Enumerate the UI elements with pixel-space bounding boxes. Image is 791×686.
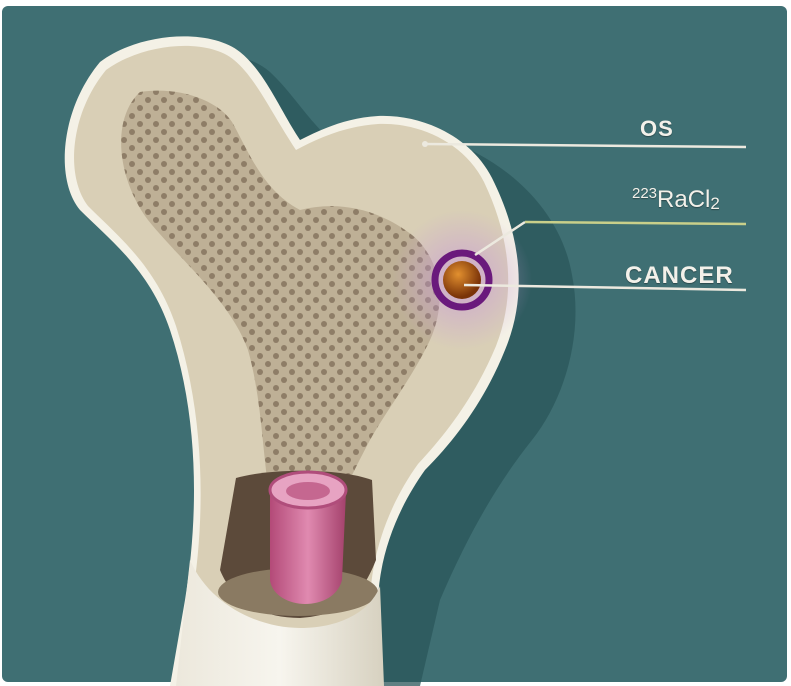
label-cancer: CANCER <box>625 262 734 290</box>
label-radium-isotope: 223 <box>632 185 657 202</box>
label-radium: 223RaCl2 <box>632 186 720 214</box>
marrow-cylinder-hole <box>286 482 330 500</box>
label-radium-formula: RaCl <box>657 186 710 213</box>
tumor-dot-icon <box>443 261 481 299</box>
os-leader-dot <box>422 141 428 147</box>
label-radium-subscript: 2 <box>710 194 719 213</box>
label-os: OS <box>640 116 674 142</box>
